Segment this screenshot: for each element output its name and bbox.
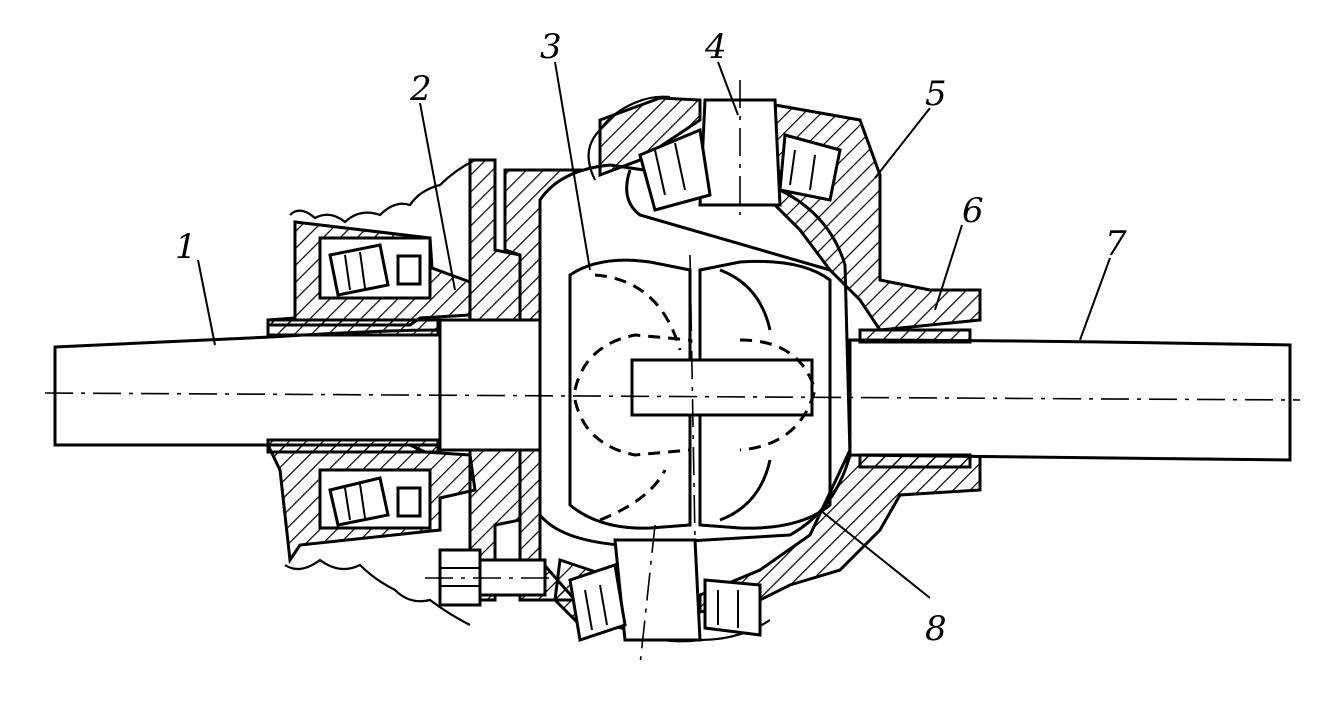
left-axle-shaft (53, 318, 542, 454)
left-upper-bearing (328, 243, 422, 297)
label-3: 3 (540, 27, 562, 67)
label-4: 4 (704, 27, 727, 67)
pinion-axis-lower (639, 524, 656, 666)
lower-pinion-gear (568, 538, 762, 642)
label-6: 6 (962, 191, 984, 231)
label-7: 7 (1105, 224, 1127, 264)
label-5: 5 (925, 74, 947, 114)
right-axle-shaft (848, 328, 1292, 469)
left-housing (265, 159, 477, 626)
cross-spider (568, 258, 832, 530)
left-lower-bearing (328, 476, 422, 527)
centre-axis (44, 392, 1301, 401)
leader-lines (197, 61, 1111, 599)
bolt (425, 548, 560, 607)
label-1: 1 (175, 227, 197, 267)
label-2: 2 (409, 69, 432, 109)
label-8: 8 (925, 609, 947, 649)
